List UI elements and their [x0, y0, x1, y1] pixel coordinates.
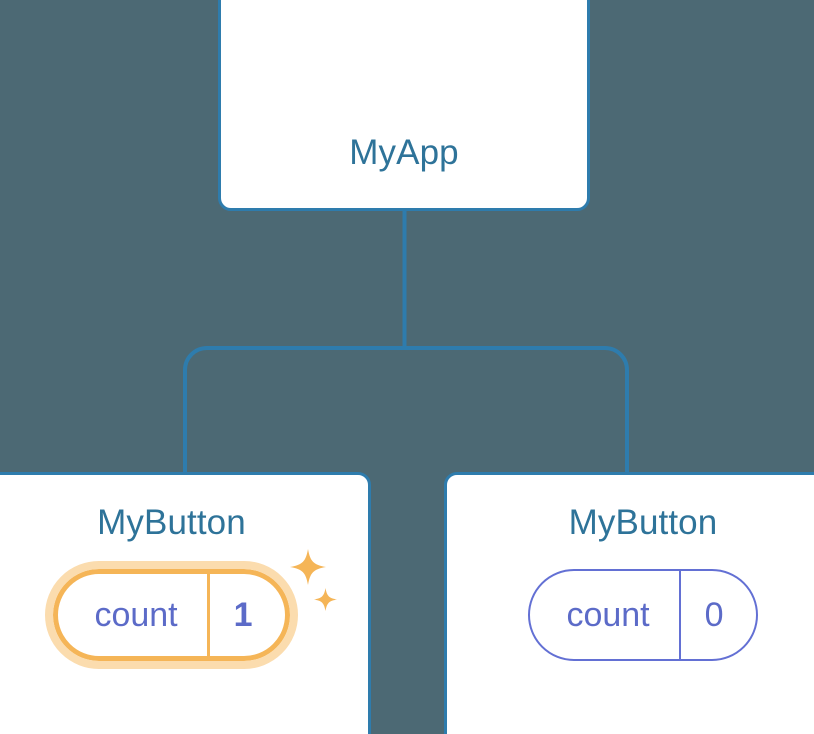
node-myapp[interactable]: MyApp [218, 0, 590, 211]
sparkle-small-icon [313, 588, 337, 611]
state-pill-right-key: count [566, 596, 650, 634]
node-myapp-title: MyApp [349, 133, 459, 172]
state-pill-left[interactable]: count 1 [45, 561, 298, 669]
node-mybutton-right[interactable]: MyButton count 0 [444, 472, 814, 734]
sparkle-large-icon [289, 549, 326, 585]
state-pill-right[interactable]: count 0 [528, 569, 758, 661]
sparkles-group [284, 547, 344, 623]
state-pill-left-wrapper: count 1 [45, 549, 337, 669]
node-mybutton-right-title: MyButton [568, 503, 718, 542]
state-pill-right-wrapper: count 0 [528, 569, 758, 661]
state-pill-right-value: 0 [678, 571, 756, 659]
connector-branch-right [404, 346, 629, 474]
connector-branch-left [183, 346, 405, 474]
node-mybutton-left[interactable]: MyButton count 1 [0, 472, 371, 734]
node-mybutton-left-title: MyButton [97, 503, 246, 542]
state-pill-left-key: count [94, 596, 178, 634]
state-pill-left-value: 1 [206, 574, 285, 656]
